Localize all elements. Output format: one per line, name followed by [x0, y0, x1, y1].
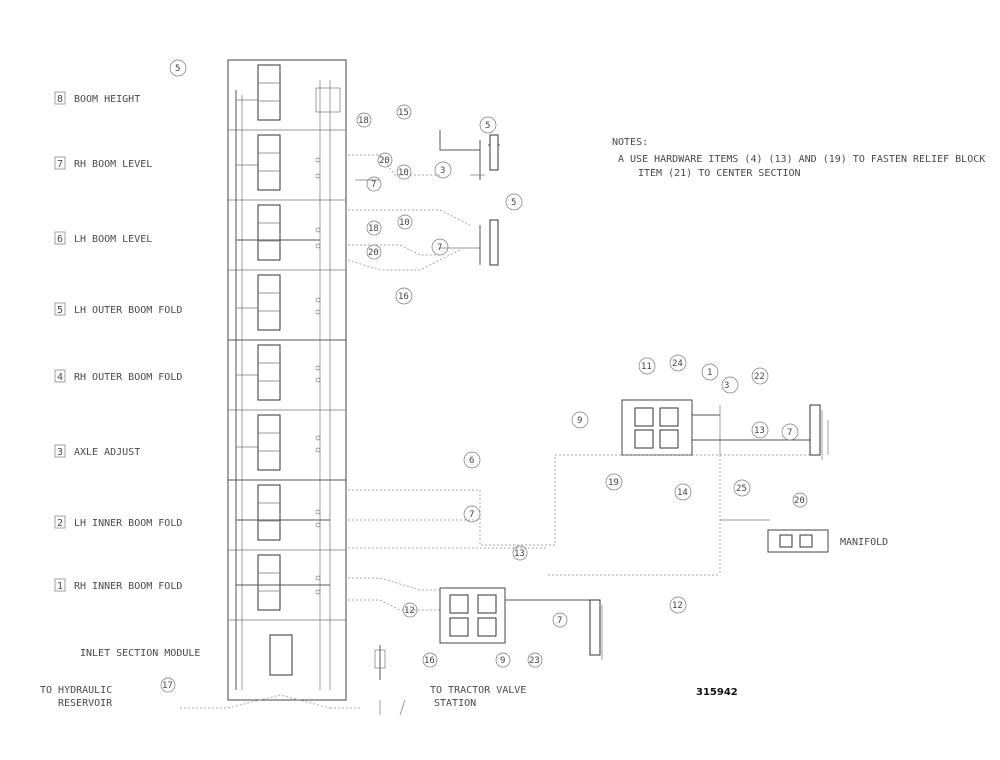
section-4-label: LH OUTER BOOM FOLD [74, 305, 182, 316]
section-8-num: 1 [57, 581, 63, 592]
callout: 5 [485, 121, 490, 131]
section-8-label: RH INNER BOOM FOLD [74, 581, 182, 592]
callout: 20 [368, 248, 379, 258]
callout: 7 [437, 243, 442, 253]
inlet-label: INLET SECTION MODULE [80, 648, 200, 659]
notes-title: NOTES: [612, 137, 648, 148]
valve-stack [227, 59, 347, 701]
callout: 5 [511, 198, 516, 208]
callout: 25 [736, 484, 747, 494]
callout: 22 [754, 372, 765, 382]
callout: 17 [162, 681, 173, 691]
callout: 16 [398, 292, 409, 302]
middle-right-assembly: MANIFOLD [548, 399, 888, 576]
callout: 9 [500, 656, 505, 666]
callout: 16 [424, 656, 435, 666]
section-3-label: LH BOOM LEVEL [74, 234, 152, 245]
to-tractor-label-2: STATION [434, 698, 476, 709]
callout: 3 [440, 166, 445, 176]
part-number: 315942 [696, 687, 738, 698]
section-3-num: 6 [57, 234, 63, 245]
callout: 7 [557, 616, 562, 626]
section-2-num: 7 [57, 159, 63, 170]
lower-assembly [180, 455, 603, 716]
callout: 7 [787, 428, 792, 438]
callout: 18 [368, 224, 379, 234]
section-1-num: 8 [57, 94, 63, 105]
callout: 7 [469, 510, 474, 520]
section-4-num: 5 [57, 305, 63, 316]
callout: 13 [514, 549, 525, 559]
section-2-label: RH BOOM LEVEL [74, 159, 152, 170]
callout: 18 [358, 116, 369, 126]
notes-line-1: A USE HARDWARE ITEMS (4) (13) AND (19) T… [618, 154, 985, 165]
section-6-num: 3 [57, 447, 63, 458]
section-1-label: BOOM HEIGHT [74, 94, 140, 105]
callout: 10 [399, 218, 410, 228]
to-reservoir-label-2: RESERVOIR [58, 698, 113, 709]
to-reservoir-label-1: TO HYDRAULIC [40, 685, 112, 696]
section-labels: 8 BOOM HEIGHT 7 RH BOOM LEVEL 6 LH BOOM … [54, 91, 200, 659]
bottom-labels: TO HYDRAULIC RESERVOIR TO TRACTOR VALVE … [40, 685, 738, 709]
callout: 6 [469, 456, 474, 466]
callout: 24 [672, 359, 683, 369]
section-5-label: RH OUTER BOOM FOLD [74, 372, 182, 383]
callout: 3 [724, 381, 729, 391]
callout: 14 [677, 488, 688, 498]
callout: 5 [175, 64, 180, 74]
callout: 1 [707, 368, 712, 378]
callout: 7 [371, 180, 376, 190]
upper-cylinders [347, 130, 500, 271]
callout: 15 [398, 108, 409, 118]
callouts: 5 15 18 20 7 10 5 3 5 7 18 20 10 16 11 2… [160, 59, 808, 693]
callout: 12 [672, 601, 683, 611]
callout: 9 [577, 416, 582, 426]
callout: 23 [529, 656, 540, 666]
notes-line-2: ITEM (21) TO CENTER SECTION [638, 168, 801, 179]
callout: 12 [404, 606, 415, 616]
callout: 13 [754, 426, 765, 436]
manifold-label: MANIFOLD [840, 537, 888, 548]
section-6-label: AXLE ADJUST [74, 447, 140, 458]
callout: 11 [641, 362, 652, 372]
callout: 10 [398, 168, 409, 178]
callout: 20 [794, 496, 805, 506]
callout: 20 [379, 156, 390, 166]
section-7-num: 2 [57, 518, 63, 529]
section-7-label: LH INNER BOOM FOLD [74, 518, 182, 529]
section-5-num: 4 [57, 372, 63, 383]
to-tractor-label-1: TO TRACTOR VALVE [430, 685, 526, 696]
callout: 19 [608, 478, 619, 488]
notes-block: NOTES: A USE HARDWARE ITEMS (4) (13) AND… [612, 137, 985, 179]
